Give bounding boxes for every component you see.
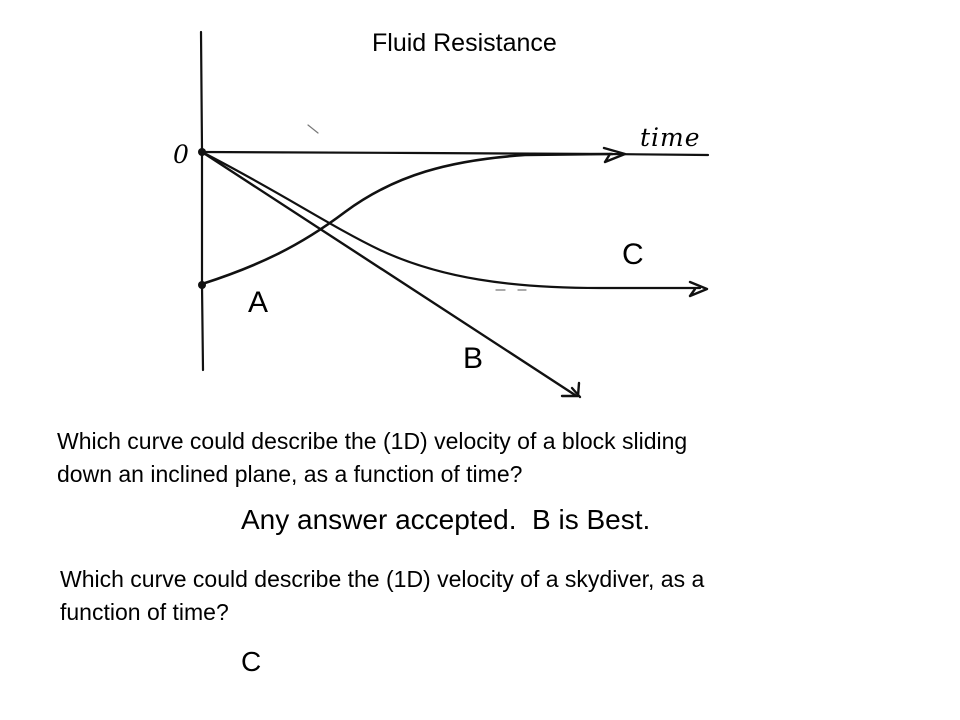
curve-b-arrowhead [560,381,582,399]
curve-label-a: A [248,286,269,319]
question-2-answer: C [241,646,262,677]
curve-c-arrowhead [688,280,709,298]
question-1-text: Which curve could describe the (1D) velo… [57,425,687,491]
sketch-marks [307,124,527,291]
question-2-line-2: function of time? [60,599,229,625]
curve-a [200,152,614,286]
question-1-line-1: Which curve could describe the (1D) velo… [57,428,688,454]
time-axis [199,150,710,157]
question-1-answer: Any answer accepted. B is Best. [241,504,651,535]
origin-point [198,148,206,156]
curve-c [200,150,702,290]
question-1-line-2: down an inclined plane, as a function of… [57,461,523,487]
origin-label: 0 [173,140,190,169]
time-axis-label: time [640,123,701,152]
curve-a-start-point [198,281,206,289]
curve-label-c: C [622,238,644,271]
question-2-line-1: Which curve could describe the (1D) velo… [60,566,705,592]
curve-a-arrowhead [602,146,627,164]
question-2-text: Which curve could describe the (1D) velo… [60,563,704,629]
page-title: Fluid Resistance [372,29,557,57]
velocity-axis [199,30,205,372]
curve-label-b: B [463,342,484,375]
velocity-time-graph: 0 time [173,30,710,399]
curve-b [200,150,577,397]
